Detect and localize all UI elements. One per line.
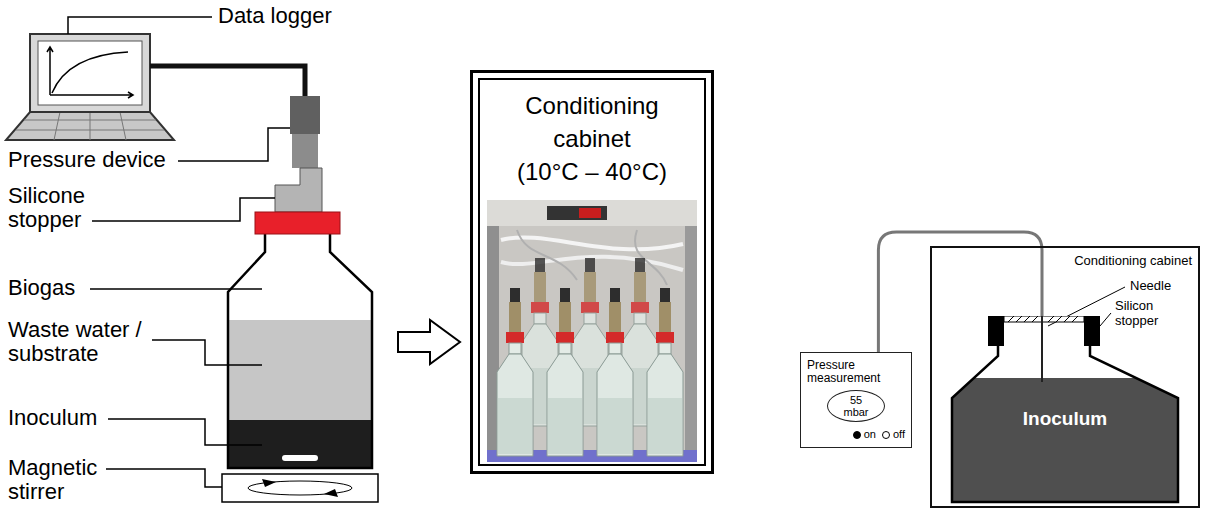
rotation-arrows (262, 479, 338, 497)
bottle (220, 212, 380, 470)
cable (517, 230, 577, 280)
display-housing (547, 206, 607, 220)
bottle-node: Inoculum (950, 316, 1180, 504)
leader-line (152, 340, 262, 365)
laptop-keyboard (6, 112, 174, 140)
part-label: Pressure device (8, 148, 166, 172)
cabinet-wall (685, 200, 697, 462)
leader-line (106, 469, 222, 487)
front-row-bottles (497, 288, 683, 456)
laptop-screen-frame (30, 34, 150, 112)
leader-line (178, 128, 290, 161)
back-row-bottles (522, 258, 658, 426)
bottle-photo (497, 288, 533, 456)
leader-line (92, 198, 275, 221)
bottle-content-label: Inoculum (950, 408, 1180, 430)
part-label: Inoculum (8, 406, 97, 430)
magnetic-stirrer (222, 474, 378, 502)
leader-line (68, 17, 212, 34)
switch-label: off (882, 428, 905, 441)
silicon-stopper (1084, 316, 1100, 346)
stirrer-plate (222, 474, 378, 502)
laptop (6, 34, 174, 140)
bottle-photo (647, 288, 683, 456)
graph-axes (47, 47, 133, 98)
cabinet-photo (487, 200, 697, 462)
silicon-stopper (988, 316, 1004, 346)
part-label: Magnetic stirrer (8, 456, 118, 504)
part-label: Silicone stopper (8, 184, 108, 232)
part-label: Data logger (218, 4, 332, 28)
needle (1041, 316, 1043, 382)
temperature-range: (10°C – 40°C) (483, 155, 701, 188)
photo-background (487, 200, 697, 462)
leader-line (1100, 313, 1111, 326)
part-label: Biogas (8, 276, 75, 300)
silicone-stopper-shape (275, 168, 322, 212)
pressure-sensor (290, 96, 320, 134)
leader-line (90, 288, 262, 290)
cabinet-frame: Conditioning cabinet(10°C – 40°C) (470, 70, 714, 474)
bottle-outline (228, 232, 372, 468)
part-label: Silicon stopper (1115, 298, 1175, 328)
switch-label: on (853, 428, 876, 441)
pressure-sensor-body (292, 134, 318, 168)
cabinet-title: Conditioning cabinet (497, 89, 687, 155)
stopper-cap (1004, 316, 1084, 322)
leader-line (108, 419, 262, 445)
graph-curve (52, 52, 128, 93)
stir-bar (282, 455, 318, 461)
display-oval: 55 mbar (827, 390, 885, 422)
device-label: Pressure measurement (807, 359, 905, 385)
pressure-device (275, 96, 322, 212)
part-label: Needle (1130, 278, 1171, 293)
hollow-arrow (398, 320, 460, 364)
part-label: Waste water / substrate (8, 318, 158, 366)
red-cap (255, 212, 340, 234)
substrate-layer (220, 320, 380, 420)
cabinet-label: Conditioning cabinet (1074, 253, 1192, 268)
keyboard-keys (16, 112, 164, 140)
data-cable (150, 66, 305, 96)
bottle-photo (547, 288, 583, 456)
display-reading: 55 mbar (839, 394, 873, 418)
control-panel (487, 200, 697, 226)
tube-connector (878, 232, 1042, 352)
temperature-display (579, 208, 601, 218)
bottle-photo (597, 288, 633, 456)
pressure-meter-box: Pressure measurement onoff 55 mbar (800, 352, 912, 448)
inoculum-fill (952, 378, 1178, 502)
laptop-screen (38, 41, 142, 105)
